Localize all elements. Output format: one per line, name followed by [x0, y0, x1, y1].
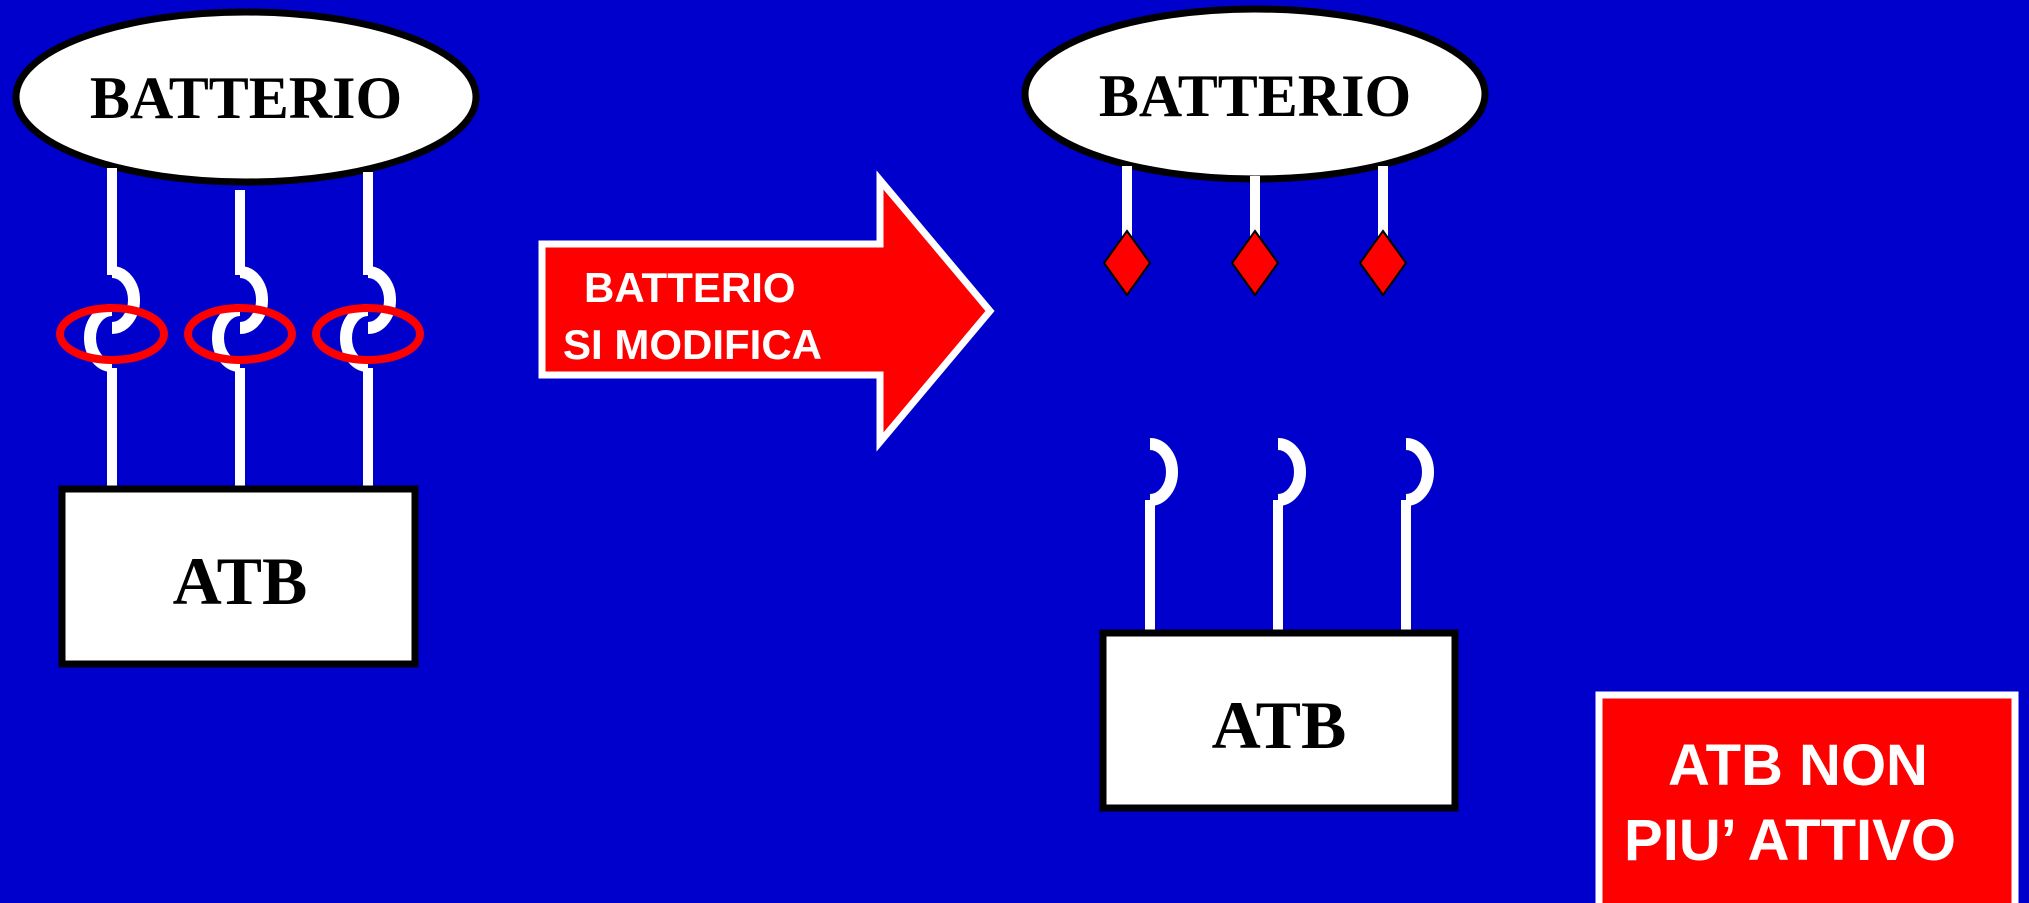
arrow-label-line1: BATTERIO [584, 264, 796, 311]
result-label-line1: ATB NON [1668, 733, 1928, 798]
right-antibiotic-label: ATB [1212, 687, 1347, 763]
right-bacterium-label: BATTERIO [1099, 63, 1411, 129]
right-lower-stem-3 [1401, 500, 1411, 634]
left-upper-stem-2 [235, 190, 245, 275]
right-upper-stem-1 [1122, 166, 1132, 238]
left-lower-stem-1 [107, 368, 117, 490]
left-lower-stem-2 [235, 368, 245, 490]
right-upper-stem-2 [1250, 176, 1260, 238]
right-lower-stem-2 [1273, 500, 1283, 634]
left-bacterium-label: BATTERIO [90, 65, 402, 131]
left-antibiotic-label: ATB [173, 543, 308, 619]
left-upper-stem-3 [363, 172, 373, 275]
left-lower-stem-3 [363, 368, 373, 490]
right-lower-stem-1 [1145, 500, 1155, 634]
arrow-label-line2: SI MODIFICA [563, 321, 822, 368]
result-label-line2: PIU’ ATTIVO [1624, 808, 1956, 873]
result-panel: ATB NON PIU’ ATTIVO [1599, 695, 2015, 903]
left-upper-stem-1 [107, 168, 117, 275]
right-upper-stem-3 [1378, 166, 1388, 238]
